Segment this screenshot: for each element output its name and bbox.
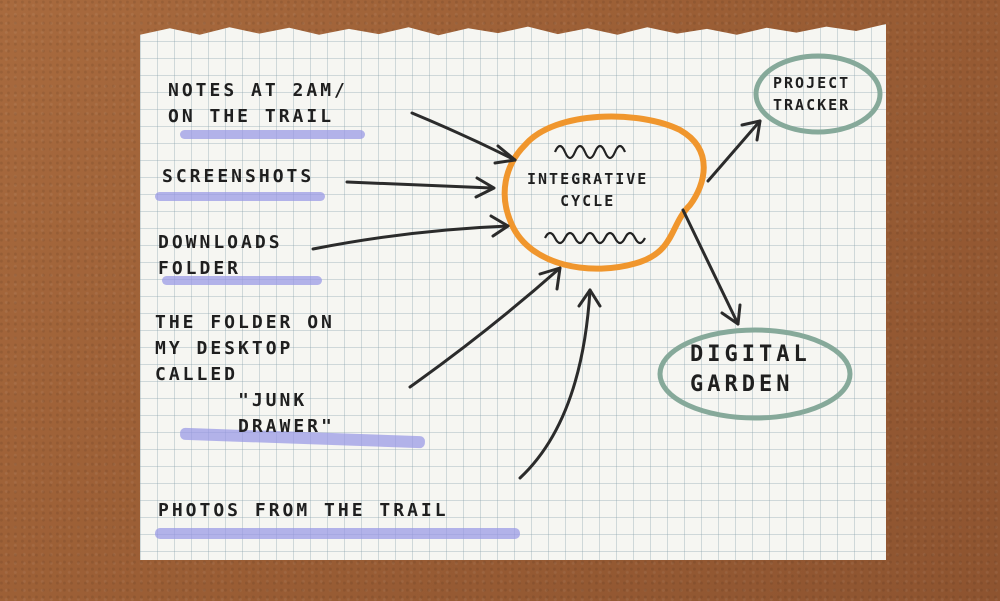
highlight-screenshots <box>155 192 325 201</box>
highlight-photos <box>155 528 520 539</box>
arrow-photos <box>518 288 592 480</box>
arrow-junk-drawer-head <box>538 266 562 291</box>
project-tracker-oval <box>753 53 883 135</box>
source-downloads-label: DOWNLOADS FOLDER <box>158 232 283 279</box>
source-screenshots-label: SCREENSHOTS <box>162 166 315 187</box>
arrow-junk-drawer <box>408 266 562 389</box>
arrow-to-digital-garden <box>681 208 740 326</box>
highlight-downloads <box>162 276 322 285</box>
squiggle-top <box>553 144 627 160</box>
arrow-notes <box>410 111 517 162</box>
arrow-notes-head <box>493 144 517 165</box>
arrow-photos-head <box>577 288 602 308</box>
arrow-to-digital-garden-head <box>720 303 742 326</box>
arrow-to-project-tracker-head <box>740 119 762 142</box>
arrow-downloads-head <box>489 214 510 238</box>
digital-garden-label: DIGITAL GARDEN <box>690 342 811 397</box>
integrative-cycle-blob <box>501 113 707 272</box>
project-tracker-label: PROJECT TRACKER <box>773 74 851 114</box>
arrow-to-project-tracker <box>706 119 762 183</box>
source-notes-label: NOTES AT 2AM/ ON THE TRAIL <box>168 80 348 127</box>
highlight-notes <box>180 130 365 139</box>
arrow-screenshots-head <box>474 176 496 199</box>
arrow-screenshots <box>345 180 494 190</box>
source-photos-label: PHOTOS FROM THE TRAIL <box>158 500 449 521</box>
integrative-cycle-label: INTEGRATIVE CYCLE <box>527 170 649 210</box>
digital-garden-oval <box>657 327 853 421</box>
source-junk-drawer-intro: THE FOLDER ON MY DESKTOP CALLED <box>155 312 335 385</box>
squiggle-bottom <box>544 231 646 245</box>
source-junk-drawer-name: "JUNK DRAWER" <box>238 390 335 437</box>
arrow-downloads <box>311 224 510 251</box>
